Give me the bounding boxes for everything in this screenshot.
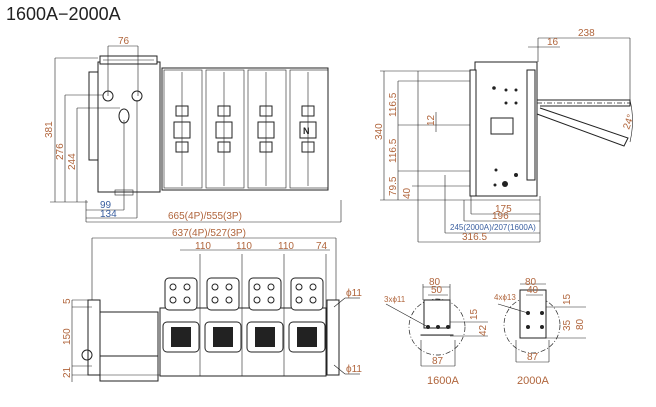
dim-42: 42 xyxy=(478,324,489,336)
bottom-view: 637(4P)/527(3P) 110 110 110 74 5 150 21 … xyxy=(62,228,362,382)
dim-150: 150 xyxy=(62,328,73,345)
dim-196: 196 xyxy=(492,211,509,222)
dim-pitch-2: 110 xyxy=(236,241,252,252)
dim-35: 35 xyxy=(562,319,573,331)
dim-40: 40 xyxy=(527,285,539,296)
dim-238: 238 xyxy=(578,28,595,39)
dim-79-5: 79.5 xyxy=(388,176,399,196)
hole-dia-bottom: ϕ11 xyxy=(346,364,362,375)
dim-76: 76 xyxy=(118,36,130,47)
drawing-title: 1600A−2000A xyxy=(6,4,121,24)
terminal-detail-1600a: 80 50 3xϕ11 15 42 87 1600A xyxy=(384,277,489,387)
dim-80-v: 80 xyxy=(575,318,586,330)
dim-5: 5 xyxy=(62,298,73,304)
handle-shaft xyxy=(526,69,536,181)
side-rail xyxy=(88,71,99,161)
terminal-plate xyxy=(164,277,198,311)
dim-16: 16 xyxy=(547,37,559,48)
caption-2000a: 2000A xyxy=(517,375,549,387)
dim-80: 80 xyxy=(525,277,537,288)
caption-1600a: 1600A xyxy=(427,375,459,387)
neutral-pole-label: N xyxy=(303,126,310,136)
dim-40: 40 xyxy=(402,187,413,199)
dim-pitch-3: 110 xyxy=(278,241,294,252)
dim-pitch-1: 110 xyxy=(195,241,211,252)
hole-spec: 4xϕ13 xyxy=(494,293,516,302)
pole-module xyxy=(247,69,287,189)
dim-21: 21 xyxy=(62,366,73,378)
front-view: 76 381 276 244 99 134 665(4P)/555(3P) N xyxy=(44,36,342,223)
dim-276: 276 xyxy=(55,143,66,160)
dim-87: 87 xyxy=(527,352,539,363)
dim-mount-width: 637(4P)/527(3P) xyxy=(172,228,246,239)
dim-116-5-upper: 116.5 xyxy=(388,92,399,117)
dim-175: 175 xyxy=(495,204,512,215)
dim-87: 87 xyxy=(432,356,444,367)
terminal-plate xyxy=(248,277,282,311)
dim-116-5-lower: 116.5 xyxy=(388,138,399,163)
dim-50: 50 xyxy=(431,285,443,296)
dim-244: 244 xyxy=(67,153,78,170)
dim-99: 99 xyxy=(100,200,112,211)
controller-housing xyxy=(97,61,161,193)
terminal-detail-2000a: 80 40 4xϕ13 15 35 80 87 2000A xyxy=(494,277,586,387)
dim-15: 15 xyxy=(562,293,573,305)
hole-dia-top: ϕ11 xyxy=(346,288,362,299)
dim-pitch-4: 74 xyxy=(316,241,328,252)
side-view: 24° 238 16 340 116.5 116.5 79.5 12 40 17… xyxy=(374,28,637,243)
hole-spec: 3xϕ11 xyxy=(384,295,406,304)
terminal-plate xyxy=(206,277,240,311)
dim-15: 15 xyxy=(469,308,480,320)
dim-316-5: 316.5 xyxy=(462,232,487,243)
connector-block xyxy=(490,117,514,135)
pole-module xyxy=(205,69,245,189)
dim-245-207: 245(2000A)/207(1600A) xyxy=(450,223,536,232)
pole-module xyxy=(163,69,203,189)
dim-340: 340 xyxy=(374,123,385,140)
dim-24-deg: 24° xyxy=(621,113,637,131)
pole-module xyxy=(289,69,329,189)
dim-12: 12 xyxy=(426,114,437,126)
dim-381: 381 xyxy=(44,121,55,138)
dim-overall-width: 665(4P)/555(3P) xyxy=(168,211,242,222)
dim-134: 134 xyxy=(100,209,117,220)
terminal-plate xyxy=(290,277,324,311)
dim-80: 80 xyxy=(429,277,441,288)
